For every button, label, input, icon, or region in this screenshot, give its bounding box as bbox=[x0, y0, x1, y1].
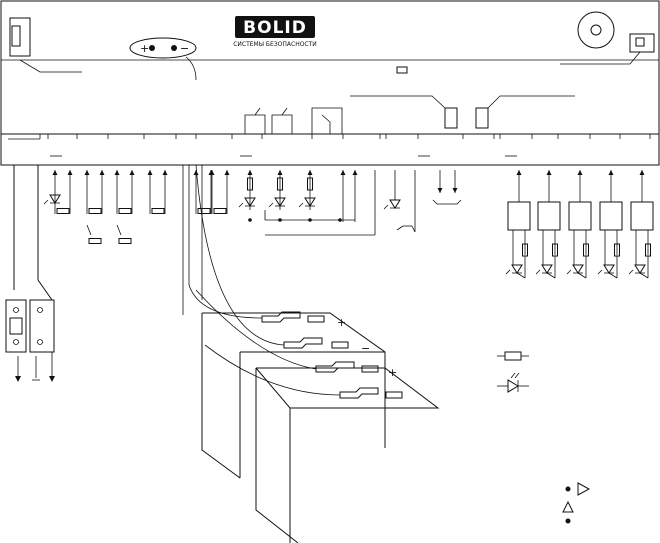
arrow-up-icon bbox=[639, 170, 645, 175]
led-resistor bbox=[277, 177, 283, 191]
arrow-up-icon bbox=[52, 170, 58, 175]
arrow-up-icon bbox=[209, 170, 215, 175]
arrow-up-icon bbox=[147, 170, 153, 175]
loop-resistor bbox=[151, 208, 165, 214]
relay-contacts bbox=[244, 107, 343, 134]
loop-switch bbox=[86, 224, 92, 236]
connector-top-right bbox=[560, 33, 655, 65]
output-led bbox=[268, 197, 286, 208]
brace-mark bbox=[432, 199, 462, 205]
device-housing bbox=[0, 0, 660, 166]
module-wire bbox=[546, 272, 556, 279]
loop-resistor bbox=[118, 208, 132, 214]
led-icon bbox=[497, 372, 529, 393]
module-wire bbox=[608, 272, 618, 279]
output-module-box bbox=[630, 201, 654, 231]
arrow-up-icon bbox=[114, 170, 120, 175]
arrow-up-icon bbox=[193, 170, 199, 175]
arrow-up-icon bbox=[352, 170, 358, 175]
arrow-up-icon bbox=[340, 170, 346, 175]
junction-dot bbox=[248, 218, 252, 222]
svg-text:СИСТЕМЫ БЕЗОПАСНОСТИ: СИСТЕМЫ БЕЗОПАСНОСТИ bbox=[233, 41, 317, 48]
dot-icon bbox=[565, 486, 571, 492]
module-led bbox=[535, 264, 553, 275]
arrow-up-icon bbox=[608, 170, 614, 175]
arrow-up-icon bbox=[307, 170, 313, 175]
module-wire bbox=[639, 272, 649, 279]
module-led bbox=[505, 264, 523, 275]
output-led bbox=[298, 197, 316, 208]
jumper-group bbox=[350, 95, 575, 129]
arrow-up-icon bbox=[129, 170, 135, 175]
arrow-up-icon bbox=[99, 170, 105, 175]
led-resistor bbox=[247, 177, 253, 191]
arrow-down-icon bbox=[452, 188, 458, 193]
loop-resistor bbox=[118, 238, 132, 244]
arrow-up-icon bbox=[247, 170, 253, 175]
output-module-box bbox=[568, 201, 592, 231]
triangle-up-icon bbox=[562, 500, 574, 513]
power-indicator: + − bbox=[129, 37, 197, 81]
brand-logo: BOLID СИСТЕМЫ БЕЗОПАСНОСТИ bbox=[233, 16, 317, 48]
svg-text:−: − bbox=[361, 342, 370, 355]
arrow-up-icon bbox=[67, 170, 73, 175]
svg-text:+: + bbox=[388, 366, 397, 379]
loop-resistor bbox=[56, 208, 70, 214]
lower-left-cable bbox=[5, 165, 55, 382]
loop-resistor bbox=[88, 208, 102, 214]
output-module-box bbox=[537, 201, 561, 231]
loop-switch bbox=[116, 224, 122, 236]
loop-resistor bbox=[88, 238, 102, 244]
resistor-icon bbox=[497, 351, 529, 361]
led-resistor bbox=[307, 177, 313, 191]
arrow-up-icon bbox=[162, 170, 168, 175]
output-module-box bbox=[507, 201, 531, 231]
buzzer-icon bbox=[577, 11, 615, 49]
svg-text:+: + bbox=[337, 316, 346, 329]
triangle-right-icon bbox=[577, 482, 591, 496]
output-leds bbox=[238, 170, 462, 236]
arrow-up-icon bbox=[546, 170, 552, 175]
svg-text:−: − bbox=[180, 42, 189, 55]
loop-resistor bbox=[213, 208, 227, 214]
module-wire bbox=[577, 272, 587, 279]
module-led bbox=[597, 264, 615, 275]
jumper-1 bbox=[396, 66, 408, 74]
arrow-up-icon bbox=[277, 170, 283, 175]
arrow-down-icon bbox=[437, 188, 443, 193]
output-module-box bbox=[599, 201, 623, 231]
arrow-up-icon bbox=[224, 170, 230, 175]
dot-icon bbox=[565, 518, 571, 524]
arrow-up-icon bbox=[516, 170, 522, 175]
transistor-mark bbox=[396, 225, 404, 231]
input-loops bbox=[43, 170, 230, 244]
module-led bbox=[628, 264, 646, 275]
connector-top-left bbox=[9, 17, 82, 73]
legend bbox=[497, 351, 529, 393]
junction-dot bbox=[338, 218, 342, 222]
output-modules bbox=[505, 170, 654, 279]
arrow-up-icon bbox=[84, 170, 90, 175]
module-led bbox=[566, 264, 584, 275]
battery-stack: + − + bbox=[182, 164, 440, 543]
arrow-up-icon bbox=[577, 170, 583, 175]
loop-led bbox=[43, 194, 61, 205]
svg-text:BOLID: BOLID bbox=[243, 18, 307, 38]
transistor-mark bbox=[411, 225, 416, 233]
output-led bbox=[238, 197, 256, 208]
svg-text:+: + bbox=[140, 42, 149, 55]
corner-marks bbox=[562, 482, 591, 524]
output-led bbox=[383, 199, 401, 210]
loop-resistor bbox=[197, 208, 211, 214]
module-wire bbox=[516, 272, 526, 279]
terminal-block bbox=[8, 134, 651, 157]
